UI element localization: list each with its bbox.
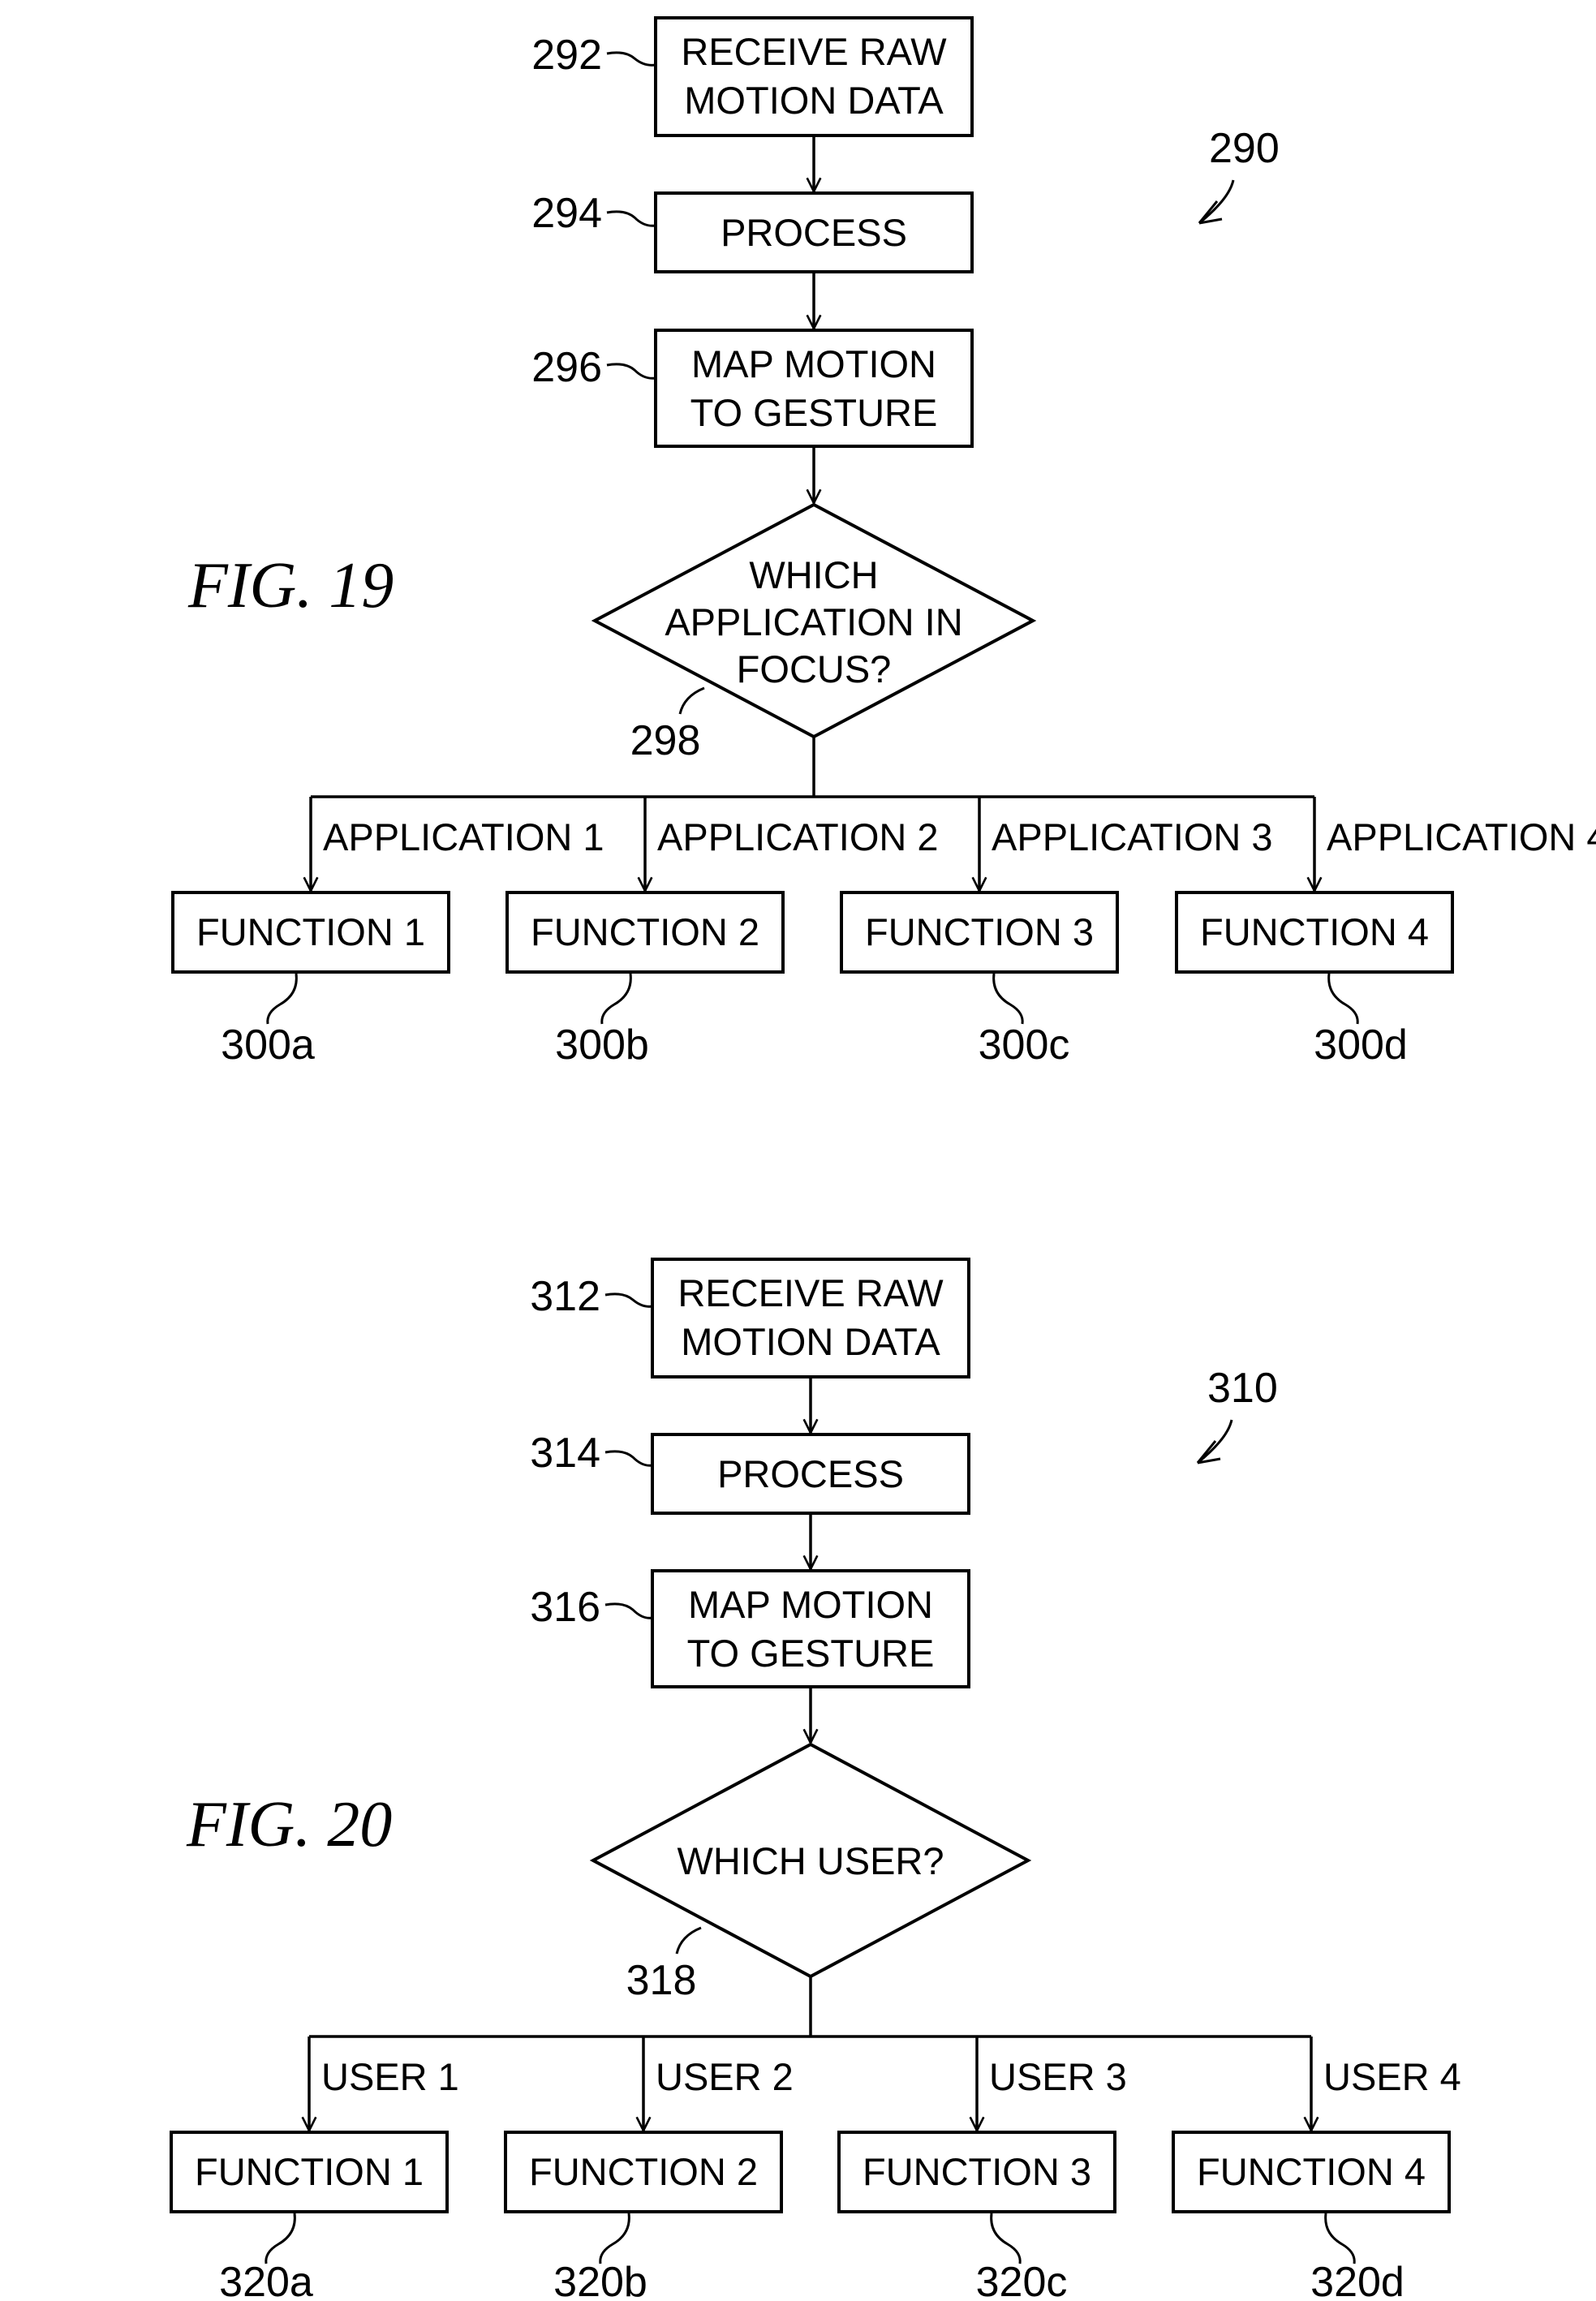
fig19-step-receive-line1: RECEIVE RAW (681, 30, 947, 73)
fig19-function-leader-3 (992, 973, 1024, 1025)
fig19-step-process-label: PROCESS (721, 211, 907, 254)
fig20-function-ref-1: 320a (219, 2259, 313, 2301)
fig20-branch-label-3: USER 3 (989, 2055, 1127, 2098)
fig20-function-ref-3: 320c (976, 2259, 1068, 2301)
fig20-branch-label-2: USER 2 (656, 2055, 794, 2098)
fig20-step-receive-ref: 312 (530, 1273, 600, 1320)
fig20-function-ref-2: 320b (553, 2259, 647, 2301)
fig20-step-map-ref: 316 (530, 1584, 600, 1631)
fig19-function-ref-3: 300c (979, 1021, 1070, 1069)
fig19-function-box-4 (1175, 891, 1454, 974)
fig20-function-box-4 (1172, 2131, 1451, 2213)
fig19-step-process-ref: 294 (531, 190, 602, 237)
fig19-function-ref-4: 300d (1314, 1021, 1408, 1069)
fig20-branch-label-1: USER 1 (321, 2055, 459, 2098)
fig19-step-map-line2: TO GESTURE (690, 391, 938, 434)
fig20-decision-label: WHICH USER? (677, 1839, 944, 1882)
fig19-decision-leader (678, 686, 705, 715)
fig20-function-leader-3 (990, 2213, 1022, 2264)
fig19-function-leader-4 (1327, 973, 1359, 1025)
fig20-step-map-leader (604, 1602, 653, 1619)
fig19-title: FIG. 19 (187, 550, 394, 621)
fig20-function-box-3 (837, 2131, 1116, 2213)
fig19-function-box-1 (171, 891, 450, 974)
fig19-step-map-leader (606, 363, 656, 380)
fig20-ref-arrowhead (1196, 1440, 1221, 1464)
fig20-function-label-1: FUNCTION 1 (195, 2150, 424, 2193)
fig19-function-box-2 (505, 891, 785, 974)
fig19-function-ref-2: 300b (555, 1021, 649, 1069)
fig19-step-process-leader (606, 210, 656, 227)
fig19-step-receive-leader (606, 51, 656, 67)
fig19-function-label-3: FUNCTION 3 (865, 910, 1094, 953)
fig20-function-box-2 (504, 2131, 783, 2213)
fig19: FIG. 19 290 RECEIVE RAW MOTION DATA 292 … (171, 16, 1596, 1069)
fig20-title: FIG. 20 (186, 1789, 392, 1860)
fig19-function-label-1: FUNCTION 1 (196, 910, 425, 953)
fig20-step-process-label: PROCESS (717, 1452, 904, 1495)
fig20-step-map-line1: MAP MOTION (688, 1583, 933, 1626)
fig19-step-map-box (654, 329, 974, 448)
fig20-step-receive-line1: RECEIVE RAW (678, 1271, 944, 1314)
fig20-function-label-4: FUNCTION 4 (1197, 2150, 1426, 2193)
fig19-branch-label-4: APPLICATION 4 (1327, 815, 1596, 858)
fig20-decision-leader (675, 1926, 702, 1955)
fig19-step-receive-ref: 292 (531, 32, 602, 79)
fig20-function-box-1 (170, 2131, 449, 2213)
fig19-ref-leader (1198, 179, 1235, 225)
fig19-function-box-3 (840, 891, 1119, 974)
fig20-step-process-leader (604, 1450, 653, 1467)
fig20-function-label-3: FUNCTION 3 (863, 2150, 1091, 2193)
fig20-branch-label-4: USER 4 (1323, 2055, 1461, 2098)
fig19-step-map-ref: 296 (531, 344, 602, 391)
fig19-function-ref-1: 300a (221, 1021, 315, 1069)
fig20-function-label-2: FUNCTION 2 (529, 2150, 758, 2193)
fig19-decision-ref: 298 (630, 717, 701, 764)
fig19-decision-line3: FOCUS? (737, 647, 892, 690)
fig19-function-label-2: FUNCTION 2 (531, 910, 759, 953)
fig19-branch-label-1: APPLICATION 1 (323, 815, 604, 858)
fig20-function-leader-4 (1324, 2213, 1356, 2264)
fig19-decision-line2: APPLICATION IN (665, 600, 962, 643)
fig19-function-leader-2 (600, 973, 632, 1025)
fig20-function-ref-4: 320d (1310, 2259, 1405, 2301)
fig20-step-map-box (651, 1569, 970, 1688)
fig19-decision-line1: WHICH (749, 553, 878, 596)
fig20-function-leader-1 (265, 2213, 296, 2264)
fig20-step-map-line2: TO GESTURE (687, 1632, 935, 1675)
fig19-function-label-4: FUNCTION 4 (1200, 910, 1429, 953)
fig20-step-process-ref: 314 (530, 1430, 600, 1477)
fig20-ref-leader (1197, 1419, 1233, 1464)
fig20-ref-number: 310 (1207, 1365, 1278, 1412)
fig19-ref-arrowhead (1198, 200, 1223, 225)
fig20-step-receive-leader (604, 1292, 653, 1308)
fig19-step-receive-box (654, 16, 974, 137)
fig20: FIG. 20 310 RECEIVE RAW MOTION DATA 312 … (170, 1258, 1461, 2301)
fig19-branch-label-3: APPLICATION 3 (992, 815, 1273, 858)
fig19-step-map-line1: MAP MOTION (691, 342, 936, 385)
fig19-function-leader-1 (266, 973, 298, 1025)
fig20-decision-ref: 318 (626, 1957, 697, 2004)
fig19-branch-label-2: APPLICATION 2 (657, 815, 939, 858)
fig19-step-receive-line2: MOTION DATA (684, 79, 944, 122)
fig19-ref-number: 290 (1209, 125, 1280, 172)
fig20-step-receive-line2: MOTION DATA (681, 1320, 940, 1363)
fig20-function-leader-2 (599, 2213, 630, 2264)
